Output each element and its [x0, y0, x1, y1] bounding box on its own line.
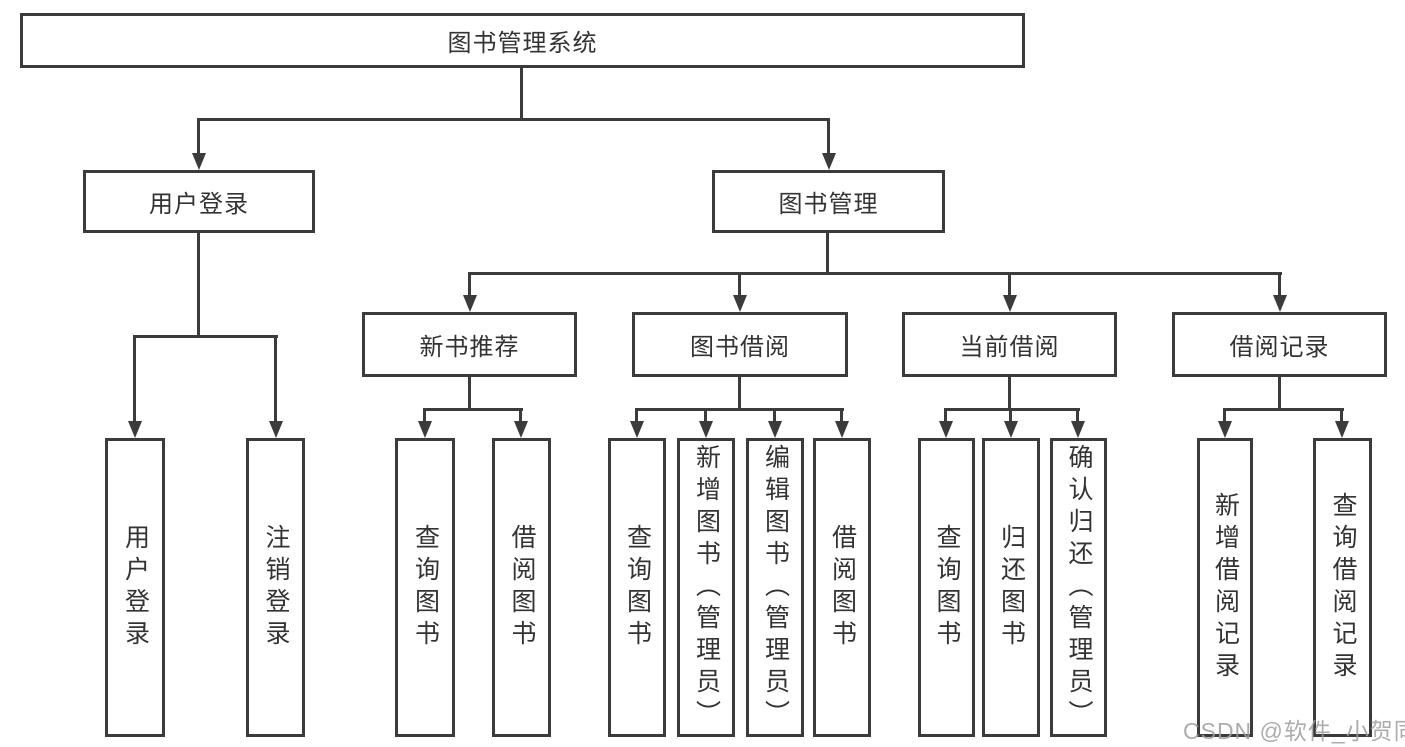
leaf-user-login-label: 用户登录	[121, 523, 150, 652]
node-new-book-recommend: 新书推荐	[362, 312, 577, 377]
leaf-confirm-return-admin-label: 确认归还（管理员）	[1065, 443, 1093, 732]
connector-stem	[1340, 408, 1343, 421]
leaf-borrow-books-1-label: 借阅图书	[508, 523, 536, 652]
connector-stem	[1008, 272, 1011, 295]
connector-stem	[635, 408, 638, 421]
connector-userlogin-bar	[133, 335, 278, 338]
leaf-edit-books-admin: 编辑图书（管理员）	[746, 438, 804, 737]
arrow-down-icon	[1335, 421, 1349, 438]
node-borrow-records: 借阅记录	[1172, 312, 1387, 377]
leaf-confirm-return-admin: 确认归还（管理员）	[1050, 438, 1107, 737]
leaf-query-borrow-record-label: 查询借阅记录	[1329, 491, 1357, 684]
connector-group2-stub	[738, 377, 741, 408]
connector-stem	[423, 408, 426, 421]
connector-group1-bar	[423, 408, 523, 411]
leaf-add-borrow-record-label: 新增借阅记录	[1211, 491, 1240, 684]
connector-group2-bar	[635, 408, 844, 411]
leaf-borrow-books-2: 借阅图书	[813, 438, 871, 737]
arrow-down-icon	[1003, 295, 1017, 312]
connector-stem	[519, 408, 522, 421]
connector-stem	[1009, 408, 1012, 421]
connector-stem	[468, 272, 471, 295]
leaf-query-books-2: 查询图书	[608, 438, 666, 737]
connector-stem	[738, 272, 741, 295]
node-book-management-label: 图书管理	[778, 191, 879, 218]
node-root-label: 图书管理系统	[447, 30, 598, 57]
node-new-book-recommend-label: 新书推荐	[419, 334, 520, 361]
connector-group3-bar	[944, 408, 1080, 411]
leaf-add-borrow-record: 新增借阅记录	[1197, 438, 1253, 737]
node-book-borrow: 图书借阅	[632, 312, 848, 377]
leaf-logout-label: 注销登录	[262, 523, 290, 652]
leaf-query-books-3: 查询图书	[918, 438, 975, 737]
leaf-return-books-label: 归还图书	[997, 523, 1026, 652]
node-book-borrow-label: 图书借阅	[690, 334, 790, 361]
arrow-down-icon	[768, 421, 782, 438]
arrow-down-icon	[269, 421, 283, 438]
arrow-down-icon	[822, 153, 836, 170]
arrow-down-icon	[699, 421, 713, 438]
connector-root-stub	[520, 68, 523, 118]
leaf-add-books-admin: 新增图书（管理员）	[677, 438, 735, 737]
arrow-down-icon	[128, 421, 142, 438]
connector-stem	[1223, 408, 1226, 421]
leaf-query-books-1: 查询图书	[395, 438, 455, 737]
node-borrow-records-label: 借阅记录	[1229, 334, 1330, 361]
connector-stem-book-mgmt	[827, 118, 830, 154]
connector-stem	[1278, 272, 1281, 295]
connector-group3-stub	[1008, 377, 1011, 408]
arrow-down-icon	[835, 421, 849, 438]
arrow-down-icon	[418, 421, 432, 438]
connector-group1-stub	[468, 377, 471, 408]
arrow-down-icon	[1218, 421, 1232, 438]
connector-userlogin-stub	[197, 233, 200, 335]
leaf-add-books-admin-label: 新增图书（管理员）	[692, 443, 721, 732]
connector-root-bar	[197, 118, 830, 121]
leaf-logout: 注销登录	[246, 438, 305, 737]
connector-stem-user-login	[197, 118, 200, 154]
node-current-borrow-label: 当前借阅	[959, 334, 1060, 361]
connector-stem	[944, 408, 947, 421]
node-root: 图书管理系统	[20, 13, 1025, 68]
leaf-return-books: 归还图书	[982, 438, 1040, 737]
leaf-query-books-1-label: 查询图书	[411, 523, 440, 652]
arrow-down-icon	[1004, 421, 1018, 438]
csdn-watermark: CSDN @软件_小贺同学	[1183, 718, 1405, 744]
connector-group4-bar	[1223, 408, 1344, 411]
node-user-login-label: 用户登录	[149, 191, 249, 218]
leaf-user-login: 用户登录	[105, 438, 165, 737]
connector-stem	[840, 408, 843, 421]
leaf-query-borrow-record: 查询借阅记录	[1313, 438, 1372, 737]
connector-stem	[1076, 408, 1079, 421]
arrow-down-icon	[630, 421, 644, 438]
connector-stem	[704, 408, 707, 421]
arrow-down-icon	[192, 153, 206, 170]
leaf-borrow-books-2-label: 借阅图书	[828, 523, 857, 652]
arrow-down-icon	[1273, 295, 1287, 312]
connector-bookmgmt-stub	[826, 233, 829, 272]
node-book-management: 图书管理	[712, 170, 945, 233]
node-user-login: 用户登录	[83, 170, 315, 233]
arrow-down-icon	[514, 421, 528, 438]
connector-bookmgmt-bar	[468, 272, 1282, 275]
arrow-down-icon	[733, 295, 747, 312]
leaf-borrow-books-1: 借阅图书	[492, 438, 551, 737]
arrow-down-icon	[939, 421, 953, 438]
node-current-borrow: 当前借阅	[902, 312, 1117, 377]
leaf-query-books-2-label: 查询图书	[623, 523, 652, 652]
connector-stem	[133, 335, 136, 421]
leaf-query-books-3-label: 查询图书	[933, 523, 961, 652]
connector-group4-stub	[1278, 377, 1281, 408]
arrow-down-icon	[1071, 421, 1085, 438]
arrow-down-icon	[463, 295, 477, 312]
connector-stem	[274, 335, 277, 421]
leaf-edit-books-admin-label: 编辑图书（管理员）	[761, 443, 790, 732]
connector-stem	[773, 408, 776, 421]
